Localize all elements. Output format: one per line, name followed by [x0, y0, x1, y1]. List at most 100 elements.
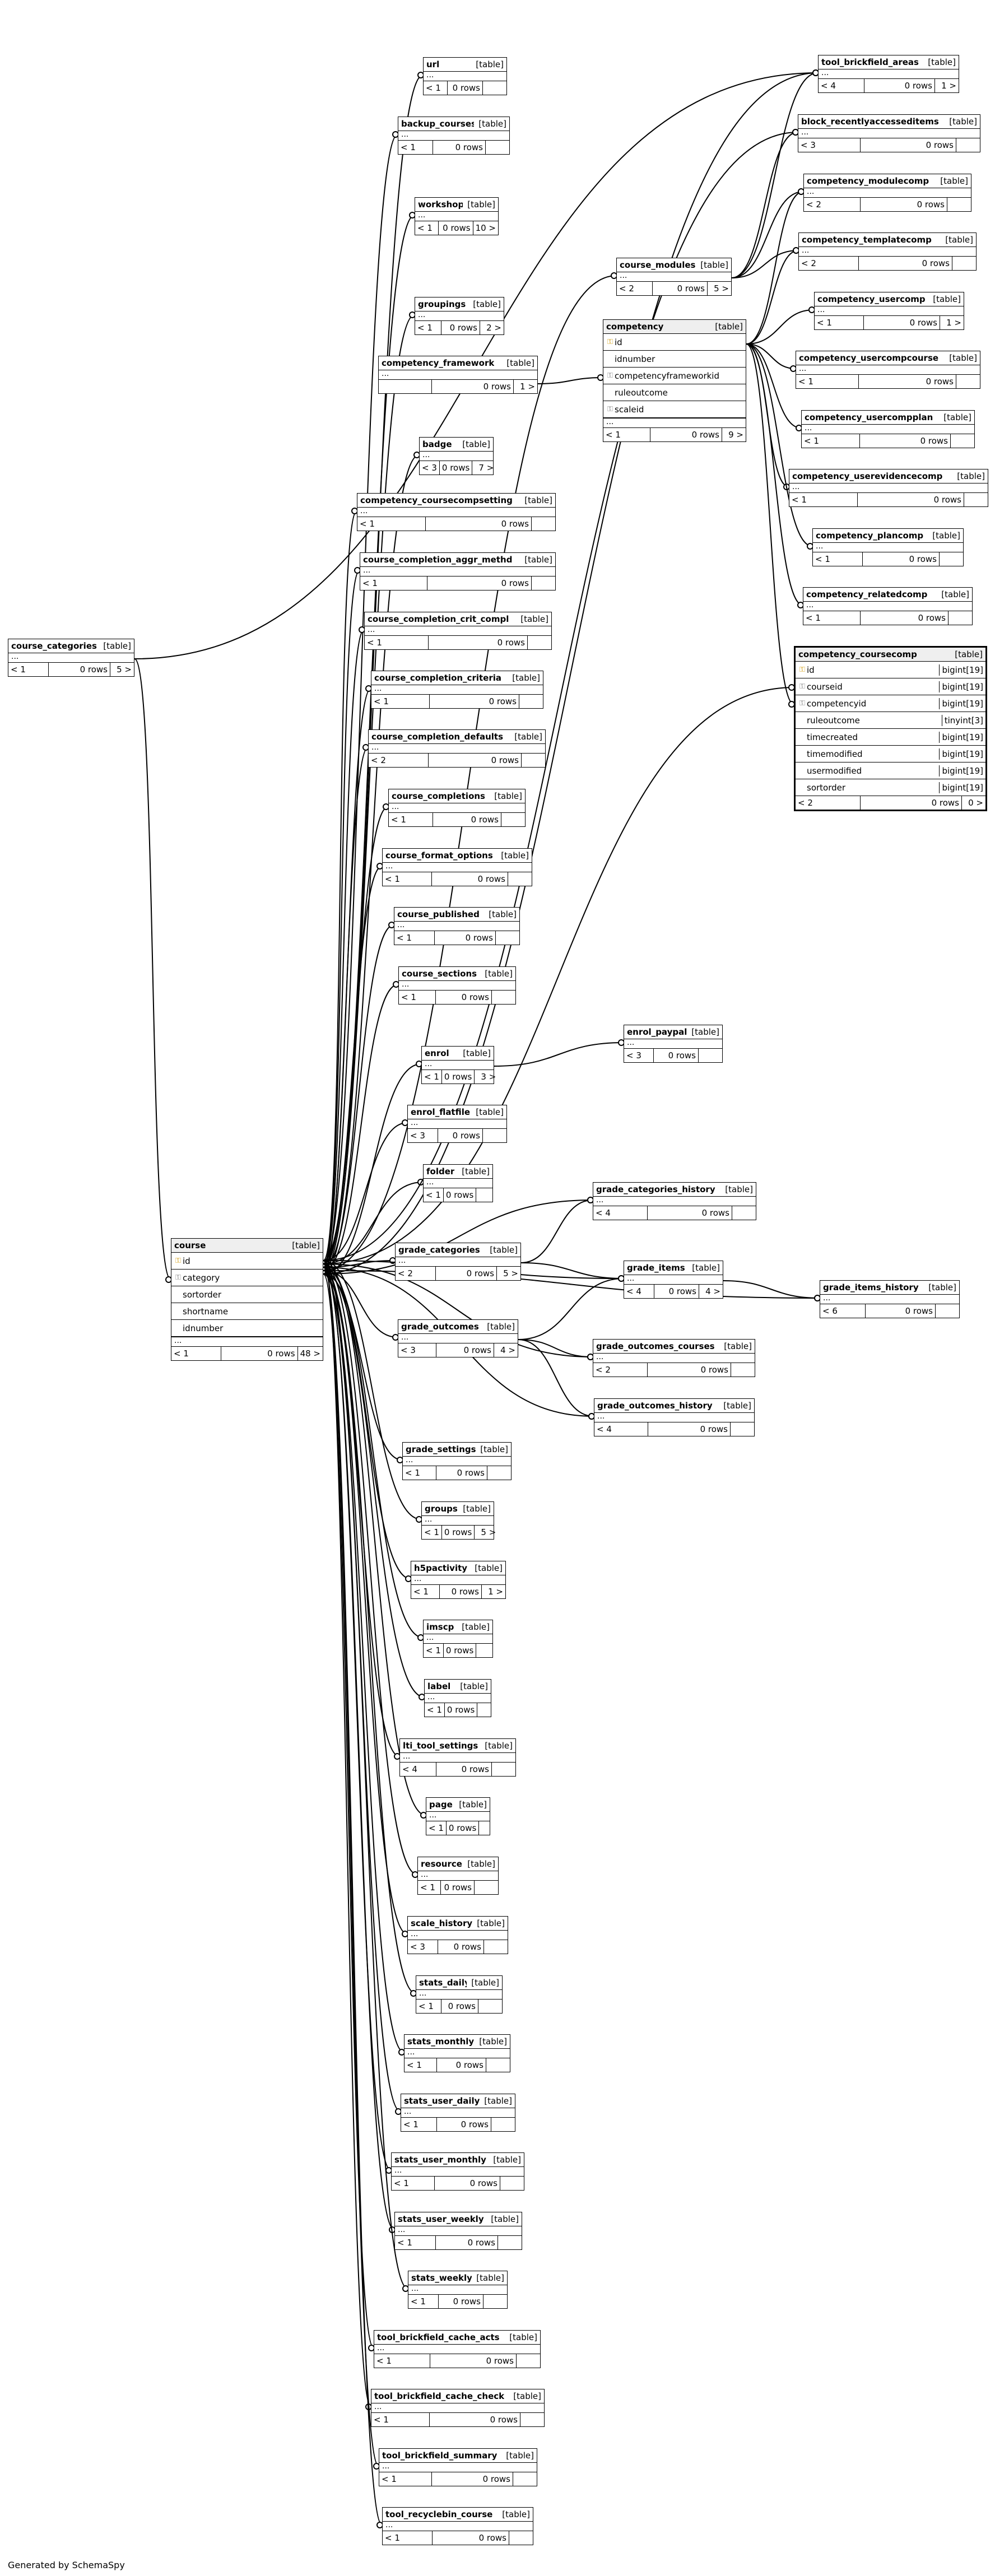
row-count: 0 rows: [445, 1821, 478, 1835]
table-tool-brickfield-cache-check[interactable]: tool_brickfield_cache_check[table]...< 1…: [371, 2389, 545, 2427]
columns-ellipsis: ...: [379, 2462, 537, 2472]
table-header: resource[table]: [418, 1857, 498, 1871]
row-count: 0 rows: [429, 695, 519, 708]
table-footer: < 1 0 rows: [357, 517, 555, 531]
table-course-completion-aggr-methd[interactable]: course_completion_aggr_methd[table]...< …: [360, 552, 556, 590]
parent-count: < 1: [360, 519, 375, 529]
columns-ellipsis: ...: [425, 1693, 491, 1703]
column-name: ruleoutcome: [807, 715, 860, 726]
table-header: block_recentlyaccesseditems[table]: [798, 115, 980, 128]
child-count: [483, 1940, 508, 1954]
parent-count: < 1: [11, 664, 26, 675]
parent-count: [379, 380, 431, 393]
relationship-line: [323, 747, 369, 1275]
table-competency-userevidencecomp[interactable]: competency_userevidencecomp[table]...< 1…: [789, 469, 988, 507]
relationship-line: [723, 1280, 820, 1299]
table-header: stats_user_weekly[table]: [395, 2212, 522, 2226]
table-block-recentlyaccesseditems[interactable]: block_recentlyaccesseditems[table]...< 3…: [798, 114, 980, 152]
columns-ellipsis: ...: [403, 1456, 511, 1466]
child-count: [935, 1304, 959, 1318]
child-count: [947, 198, 971, 211]
table-name: grade_categories: [398, 1245, 480, 1255]
child-count: [476, 1644, 500, 1657]
row-count: 0 rows: [428, 754, 521, 767]
parent-count: < 3: [401, 1345, 416, 1355]
table-kind: [table]: [501, 850, 529, 861]
table-kind: [table]: [949, 353, 977, 363]
table-name: course_format_options: [385, 850, 493, 861]
table-course-completion-crit-compl[interactable]: course_completion_crit_compl[table]...< …: [364, 612, 552, 650]
columns-ellipsis: ...: [408, 1119, 506, 1129]
parent-count: < 1: [394, 2178, 409, 2188]
relationship-line: [323, 1182, 424, 1264]
table-kind: [table]: [478, 119, 506, 129]
row-count: 0 rows: [425, 517, 531, 531]
columns-ellipsis: ...: [819, 69, 959, 79]
table-header: groupings[table]: [415, 297, 504, 311]
table-kind: [table]: [955, 649, 983, 659]
columns-ellipsis: ...: [594, 1412, 754, 1422]
child-count: [486, 2058, 510, 2072]
table-competency-coursecompsetting[interactable]: competency_coursecompsetting[table]...< …: [357, 493, 556, 531]
parent-count: < 1: [401, 142, 416, 152]
child-count: [508, 872, 532, 886]
